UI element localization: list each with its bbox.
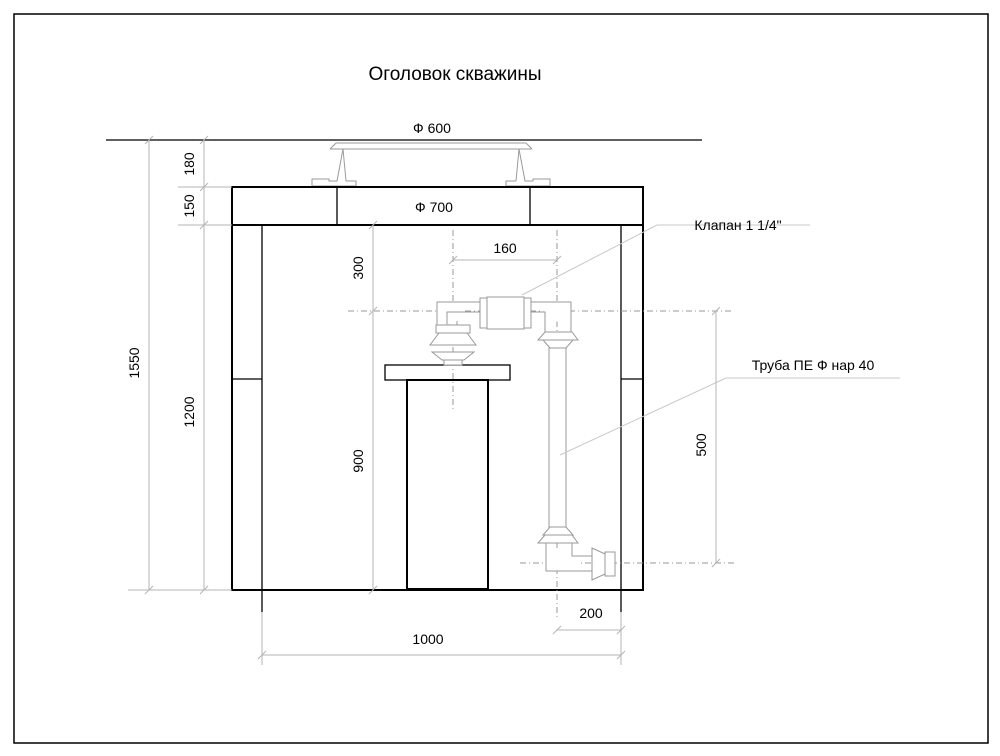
dim-200: 200 (579, 605, 603, 621)
dim-300: 300 (350, 256, 366, 280)
hatch-cover (311, 142, 551, 187)
dim-1550: 1550 (126, 347, 142, 378)
dim-900: 900 (350, 449, 366, 473)
valve-label: Клапан 1 1/4" (694, 217, 781, 233)
dim-160: 160 (493, 240, 517, 256)
pipe-label: Труба ПЕ Ф нар 40 (752, 357, 875, 373)
valve-leader (521, 224, 658, 296)
dim-150: 150 (181, 194, 197, 218)
dim-500: 500 (693, 433, 709, 457)
ring-diameter-label: Ф 700 (415, 199, 453, 215)
dim-180: 180 (181, 152, 197, 176)
casing-column (384, 364, 511, 590)
dim-1000: 1000 (412, 631, 443, 647)
drawing-title: Оголовок скважины (368, 64, 541, 85)
dimension-lines (128, 135, 721, 665)
cover-diameter-label: Ф 600 (413, 120, 451, 136)
pipe-assembly (348, 230, 736, 620)
sheet-frame (13, 13, 989, 744)
dim-1200: 1200 (181, 396, 197, 427)
pipe-leader (559, 377, 727, 456)
